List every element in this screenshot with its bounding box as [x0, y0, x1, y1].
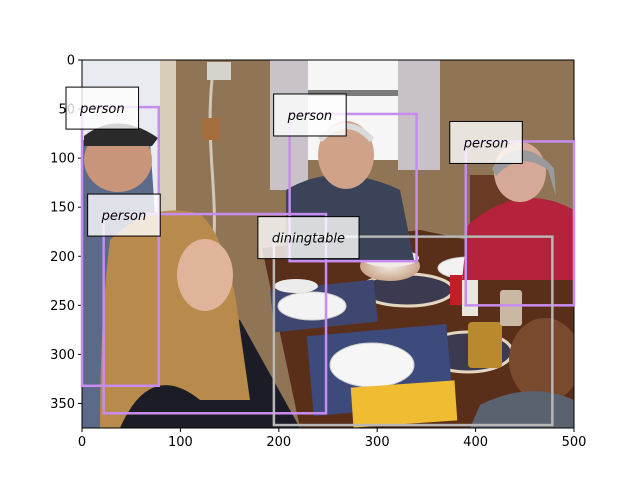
- label-background: [65, 86, 140, 130]
- detection-diningtable: diningtable: [257, 216, 554, 427]
- x-tick-label: 200: [266, 435, 291, 450]
- label-background: [449, 120, 523, 164]
- person-old-woman-body: [462, 198, 574, 280]
- label-background: [273, 93, 347, 137]
- y-axis: 050100150200250300350: [50, 54, 82, 412]
- salt-shaker: [462, 276, 478, 316]
- detection-person: person: [65, 86, 161, 388]
- plate: [274, 279, 318, 293]
- x-tick-label: 300: [365, 435, 390, 450]
- x-tick-label: 400: [463, 435, 488, 450]
- person-blonde-woman-face: [177, 239, 233, 311]
- y-tick-label: 100: [50, 152, 75, 167]
- detections: person person person person diningtable: [65, 86, 576, 427]
- wall-telephone: [207, 62, 231, 80]
- detection-person: person: [87, 193, 328, 415]
- y-tick-label: 350: [50, 397, 75, 412]
- plate: [277, 291, 347, 321]
- x-tick-label: 0: [78, 435, 86, 450]
- glass-jar: [468, 322, 502, 368]
- person-old-man-head: [318, 121, 374, 189]
- y-tick-label: 250: [50, 299, 75, 314]
- y-tick-label: 300: [50, 348, 75, 363]
- light-switch: [202, 118, 220, 140]
- window-frame: [300, 90, 405, 96]
- napkin: [350, 380, 458, 428]
- detection-person: person: [273, 93, 418, 263]
- detection-label: person: [79, 102, 125, 117]
- x-tick-label: 100: [168, 435, 193, 450]
- bounding-box: [102, 212, 328, 415]
- detection-label: person: [101, 209, 147, 224]
- plate: [329, 342, 415, 388]
- detection-label: diningtable: [272, 232, 345, 247]
- bounding-box: [272, 235, 554, 427]
- y-tick-label: 200: [50, 250, 75, 265]
- detection-person: person: [449, 120, 576, 307]
- label-background: [87, 193, 161, 237]
- person-boy-head: [509, 318, 574, 402]
- y-tick-label: 150: [50, 201, 75, 216]
- detection-label: person: [463, 136, 509, 151]
- glass: [500, 290, 522, 326]
- x-axis: 0 100 200 300 400 500: [78, 428, 587, 450]
- bounding-box: [288, 112, 418, 263]
- detection-label: person: [287, 109, 333, 124]
- y-tick-label: 0: [67, 54, 75, 69]
- red-cup: [450, 275, 464, 305]
- label-background: [257, 216, 360, 260]
- x-tick-label: 500: [562, 435, 587, 450]
- person-boy-shoulder: [470, 391, 574, 428]
